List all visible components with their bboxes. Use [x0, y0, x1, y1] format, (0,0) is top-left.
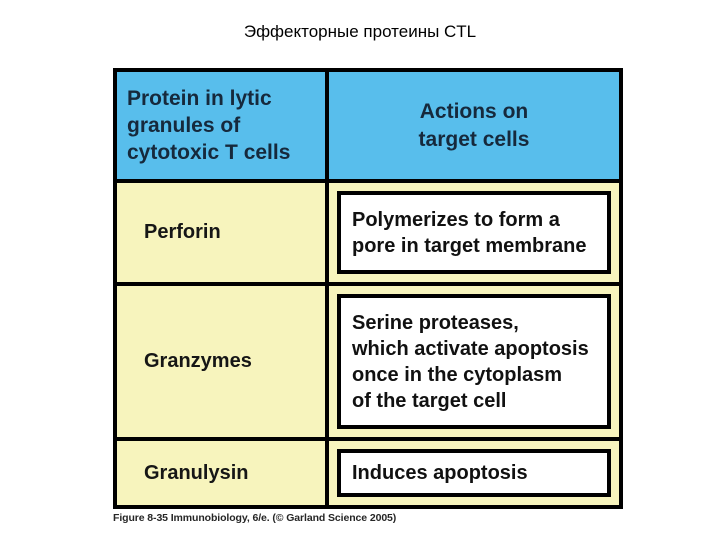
protein-label-perforin: Perforin [117, 183, 325, 282]
action-box-perforin: Polymerizes to form a pore in target mem… [337, 191, 611, 274]
action-cell-granulysin: Induces apoptosis [329, 441, 619, 505]
protein-label-granulysin: Granulysin [117, 441, 325, 505]
action-cell-perforin: Polymerizes to form a pore in target mem… [329, 183, 619, 282]
figure-caption: Figure 8-35 Immunobiology, 6/e. (© Garla… [113, 512, 397, 524]
header-protein-column: Protein in lytic granules of cytotoxic T… [117, 72, 325, 179]
ctl-effector-table: Protein in lytic granules of cytotoxic T… [113, 68, 623, 509]
header-actions-column: Actions on target cells [329, 72, 619, 179]
protein-label-granzymes: Granzymes [117, 286, 325, 437]
action-cell-granzymes: Serine proteases, which activate apoptos… [329, 286, 619, 437]
slide-title: Эффекторные протеины CTL [243, 22, 477, 41]
action-box-granzymes: Serine proteases, which activate apoptos… [337, 294, 611, 429]
action-box-granulysin: Induces apoptosis [337, 449, 611, 497]
